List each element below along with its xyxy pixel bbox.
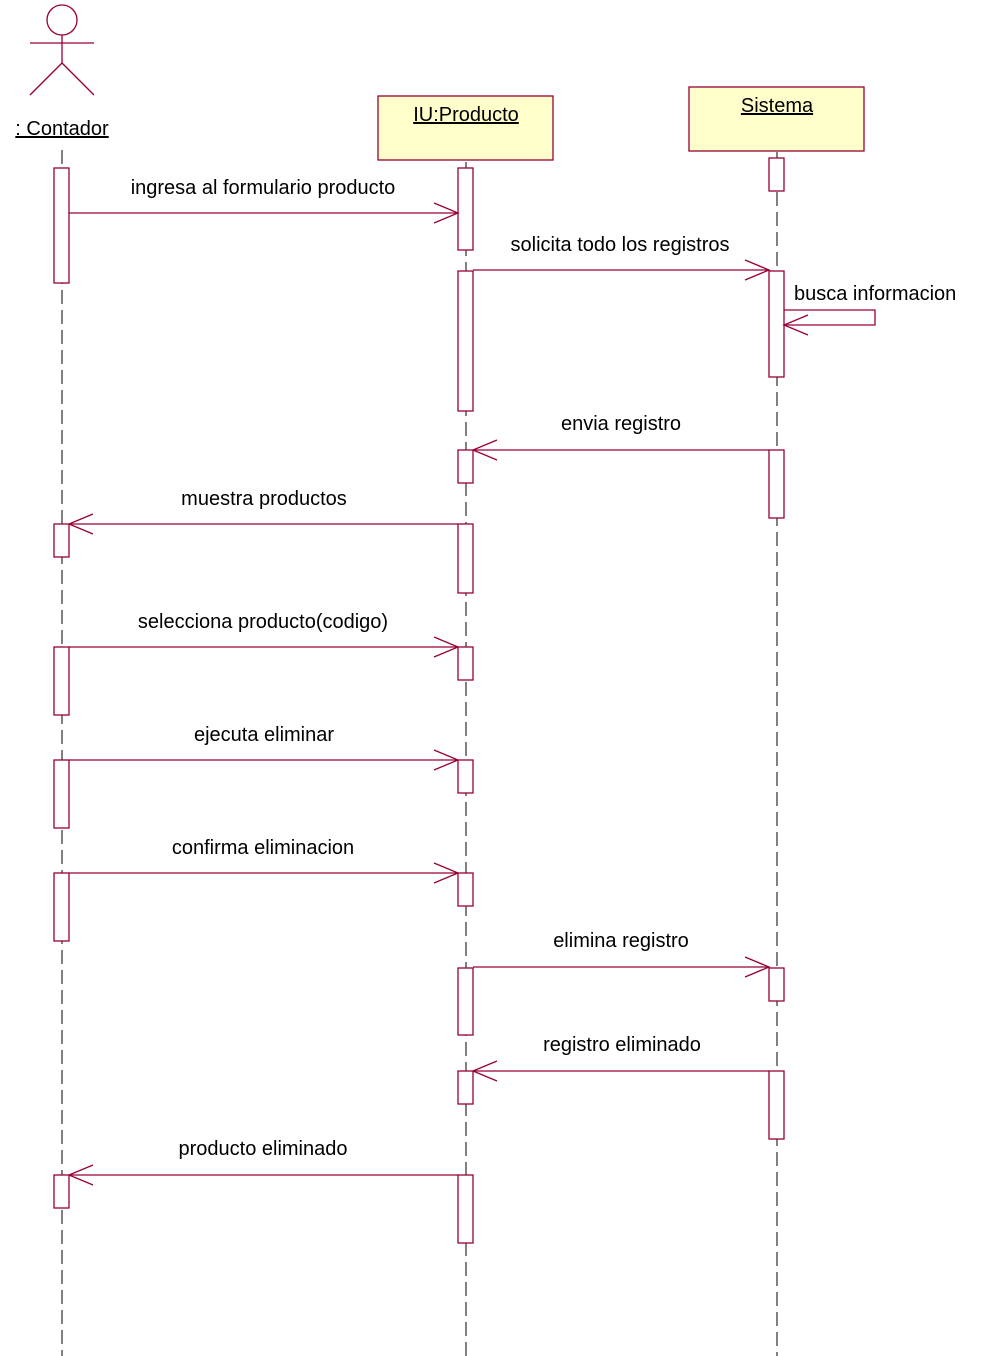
- message-label: producto eliminado: [179, 1138, 348, 1160]
- object-box-sistema: Sistema: [688, 86, 865, 152]
- activation-bar: [457, 523, 474, 594]
- message-label: muestra productos: [181, 488, 347, 510]
- activation-bar: [53, 646, 70, 716]
- message-label: envia registro: [561, 413, 681, 435]
- activation-bar: [768, 449, 785, 519]
- activation-bar: [53, 167, 70, 284]
- activation-bar: [768, 967, 785, 1002]
- activation-bar: [53, 523, 70, 558]
- message-label: confirma eliminacion: [172, 837, 354, 859]
- activation-bar: [457, 1174, 474, 1244]
- activation-bar: [768, 270, 785, 378]
- object-name-iu: IU:Producto: [413, 104, 519, 126]
- activation-bar: [457, 167, 474, 251]
- activation-bar: [53, 872, 70, 942]
- message-arrow: [69, 636, 460, 658]
- message-label: ejecuta eliminar: [194, 724, 334, 746]
- activation-bar: [457, 967, 474, 1036]
- messages: [67, 202, 876, 1186]
- message-arrow: [69, 862, 460, 884]
- message-arrow: [471, 439, 769, 461]
- message-arrow: [69, 202, 460, 224]
- message-arrow: [69, 749, 460, 771]
- activation-bars: [53, 157, 785, 1244]
- message-label: registro eliminado: [543, 1034, 701, 1056]
- message-arrow: [67, 1164, 458, 1186]
- message-arrow-self: [782, 309, 876, 336]
- activation-bar: [457, 872, 474, 907]
- message-label: ingresa al formulario producto: [131, 177, 396, 199]
- activation-bar: [768, 157, 785, 192]
- message-label: selecciona producto(codigo): [138, 611, 388, 633]
- actor-name: : Contador: [15, 118, 109, 140]
- message-label: busca informacion: [794, 283, 956, 305]
- message-label: solicita todo los registros: [511, 234, 730, 256]
- message-arrow: [67, 513, 458, 535]
- activation-bar: [768, 1070, 785, 1140]
- activation-bar: [457, 270, 474, 412]
- activation-bar: [53, 759, 70, 829]
- message-arrow: [473, 259, 771, 281]
- activation-bar: [53, 1174, 70, 1209]
- activation-bar: [457, 1070, 474, 1105]
- activation-bar: [457, 759, 474, 794]
- object-name-sistema: Sistema: [741, 95, 814, 117]
- message-arrow: [471, 1060, 769, 1082]
- object-box-iu: IU:Producto: [377, 95, 554, 161]
- message-arrow: [473, 956, 771, 978]
- actor-icon: [29, 4, 95, 96]
- message-labels: ingresa al formulario producto solicita …: [131, 177, 957, 1160]
- message-label: elimina registro: [553, 930, 689, 952]
- activation-bar: [457, 449, 474, 484]
- activation-bar: [457, 646, 474, 681]
